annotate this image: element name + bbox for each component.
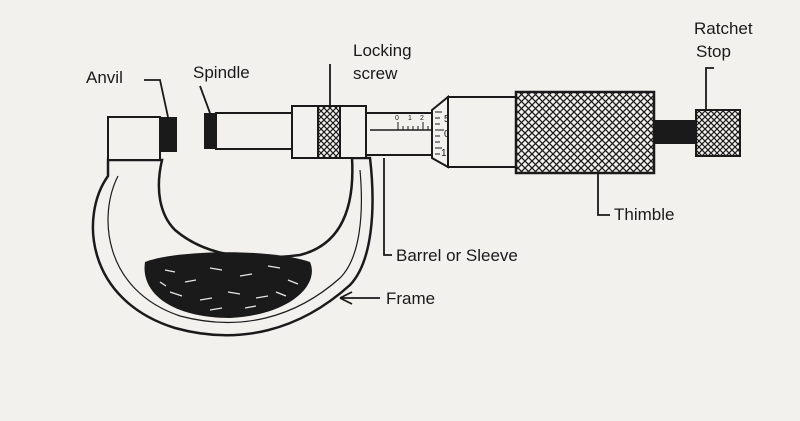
anvil-body [107, 116, 161, 161]
label-locking-screw-line1: Locking [353, 41, 412, 60]
frame-insulating-pad [144, 252, 312, 318]
sleeve-scale-0: 0 [395, 115, 399, 122]
label-spindle: Spindle [193, 63, 250, 82]
spindle-leader [199, 85, 211, 114]
thimble-knurled [514, 90, 656, 175]
anvil-leader [144, 79, 169, 118]
thimble-scale-15: 15 [441, 148, 453, 159]
label-barrel-sleeve: Barrel or Sleeve [396, 246, 518, 265]
label-frame: Frame [386, 289, 435, 308]
ratchet-leader [705, 67, 714, 110]
label-ratchet-line2: Stop [696, 42, 731, 61]
thimble-scale-ticks [435, 111, 444, 155]
ratchet-shaft [654, 120, 696, 144]
ratchet-stop [695, 109, 741, 157]
frame-inner-edge [107, 169, 362, 324]
spindle-face [204, 113, 216, 149]
barrel-leader [383, 158, 392, 256]
frame-leader-arrow [339, 291, 380, 305]
locking-screw [317, 105, 341, 159]
lock-collar-right [339, 105, 367, 159]
spindle-body [215, 112, 293, 150]
anvil-face [160, 117, 177, 152]
lock-collar-left [291, 105, 319, 159]
sleeve-scale-1: 1 [408, 115, 412, 122]
label-ratchet-line1: Ratchet [694, 19, 753, 38]
sleeve-scale-2: 2 [420, 115, 424, 122]
thimble-collar [447, 96, 517, 168]
label-thimble: Thimble [614, 205, 674, 224]
pad-speckles [159, 265, 299, 311]
sleeve-ticks [397, 122, 429, 130]
label-anvil: Anvil [86, 68, 123, 87]
thimble-leader [597, 173, 610, 216]
label-locking-screw-line2: screw [353, 64, 398, 83]
